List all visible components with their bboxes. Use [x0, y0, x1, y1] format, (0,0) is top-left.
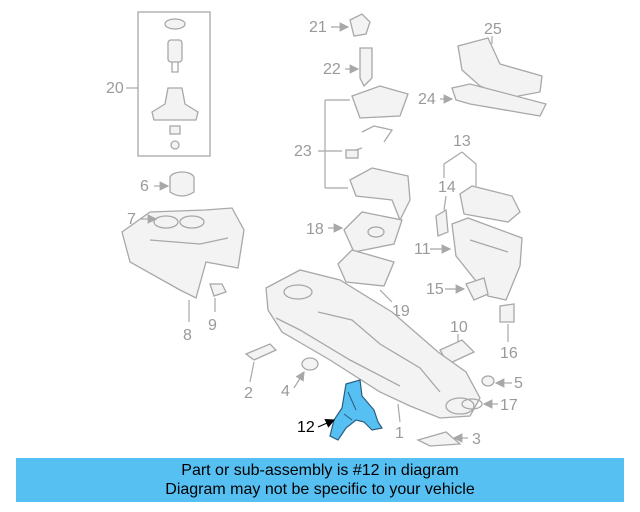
- part-6-cup-holder: [169, 171, 195, 197]
- callout-24: 24: [418, 91, 436, 108]
- callout-11: 11: [414, 241, 431, 258]
- callout-4: 4: [281, 383, 290, 400]
- part-2-bracket: [244, 343, 278, 361]
- callout-25: 25: [484, 21, 502, 38]
- part-14-latch: [435, 208, 449, 237]
- part-19-mat: [337, 249, 395, 287]
- part-17-ring: [461, 398, 483, 410]
- part-7-8-front-console: [121, 207, 245, 299]
- callout-18: 18: [306, 221, 324, 238]
- callout-1: 1: [395, 425, 404, 442]
- callout-12: 12: [297, 419, 315, 436]
- callout-8: 8: [183, 327, 192, 344]
- callout-9: 9: [208, 317, 217, 334]
- banner-line-2: Diagram may not be specific to your vehi…: [165, 481, 475, 498]
- part-1-center-console: [265, 269, 481, 419]
- callout-22: 22: [323, 61, 341, 78]
- callout-6: 6: [140, 178, 149, 195]
- parts-diagram: 20 6 7 8 9 21 22 23 25: [106, 11, 547, 448]
- callout-15: 15: [426, 281, 444, 298]
- part-11-storage-bin: [451, 217, 523, 301]
- callout-3: 3: [472, 431, 481, 448]
- part-20-shift-knob-kit: [137, 11, 211, 157]
- callout-5: 5: [514, 375, 523, 392]
- callout-13: 13: [453, 133, 471, 150]
- info-banner: Part or sub-assembly is #12 in diagram D…: [16, 458, 624, 502]
- callout-16: 16: [500, 345, 518, 362]
- callout-20: 20: [106, 80, 124, 97]
- part-23-shifter-assembly: [345, 85, 411, 222]
- part-5-clip: [481, 375, 495, 387]
- part-22-boot: [359, 47, 373, 88]
- part-4-plug: [301, 357, 319, 371]
- part-21-knob: [349, 13, 371, 37]
- callout-21: 21: [309, 19, 327, 36]
- part-16-pad: [499, 303, 515, 323]
- callout-10: 10: [450, 319, 468, 336]
- part-9-clip: [209, 283, 227, 297]
- part-15-knob: [465, 277, 489, 301]
- banner-line-1: Part or sub-assembly is #12 in diagram: [181, 462, 459, 479]
- part-3-trim-panel: [416, 431, 462, 447]
- part-18-shift-plate: [343, 211, 403, 253]
- callout-2: 2: [244, 385, 253, 402]
- callout-17: 17: [500, 397, 518, 414]
- callout-14: 14: [438, 179, 456, 196]
- part-24-armrest-hinge: [451, 83, 547, 117]
- part-25-armrest-cover: [457, 37, 543, 99]
- callout-7: 7: [127, 211, 136, 228]
- part-13-armrest: [459, 185, 521, 223]
- callout-23: 23: [294, 143, 312, 160]
